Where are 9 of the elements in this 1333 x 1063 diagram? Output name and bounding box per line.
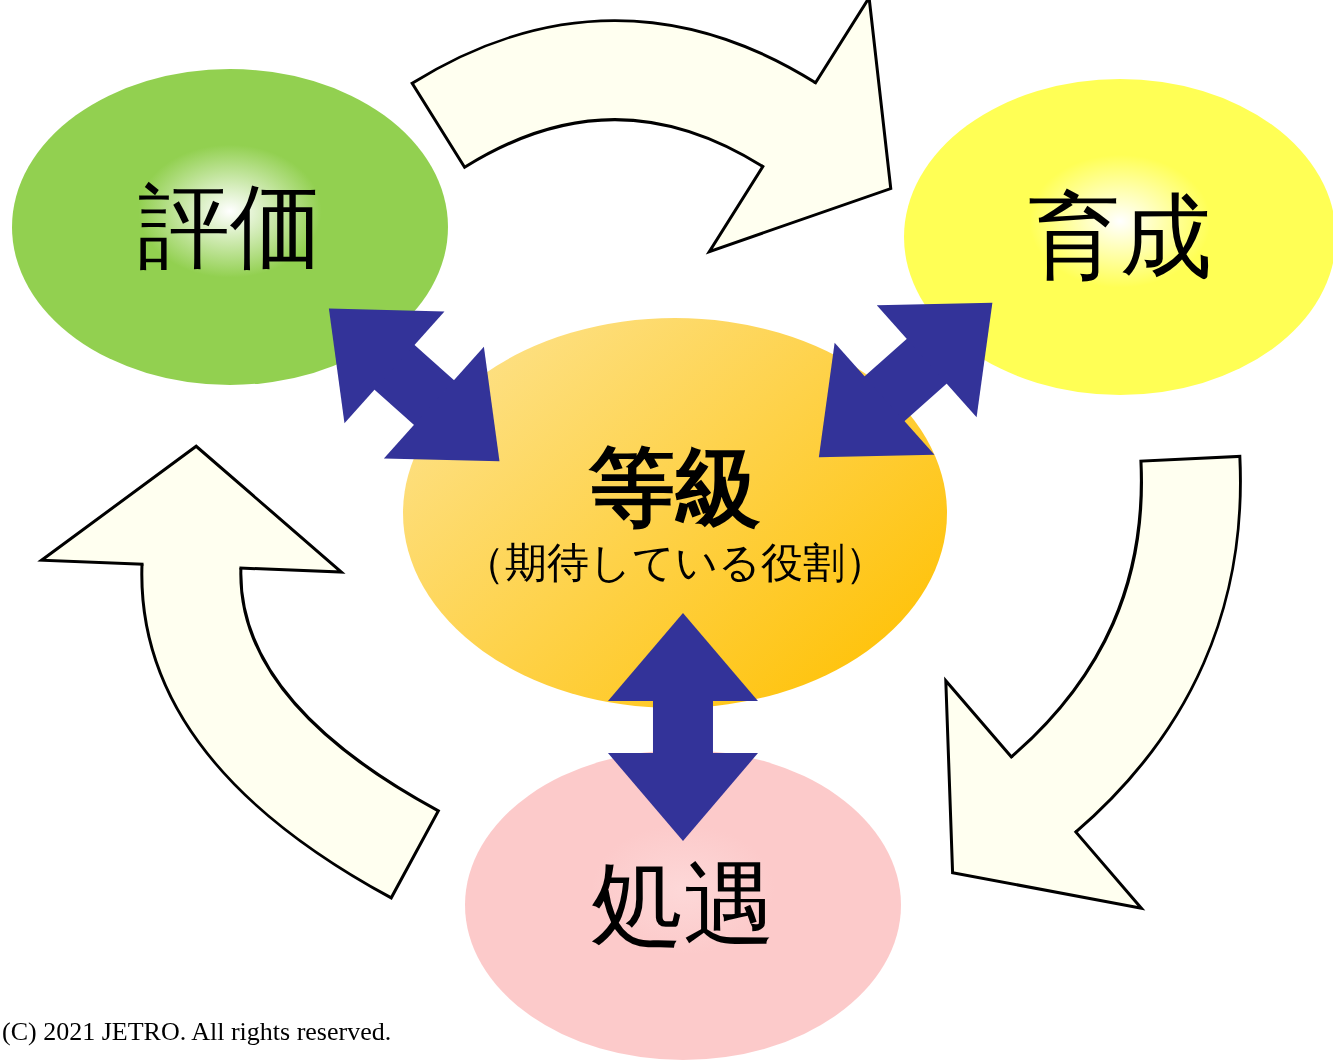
ellipse-node <box>403 318 947 708</box>
node-title: 評価 <box>138 176 322 278</box>
node-subtitle: （期待している役割） <box>463 540 887 587</box>
ellipse-node <box>12 69 448 385</box>
copyright-note: (C) 2021 JETRO. All rights reserved. <box>2 1017 392 1047</box>
ellipse-node <box>465 750 901 1060</box>
node-title: 処遇 <box>591 854 775 956</box>
node-title: 等級 <box>589 439 761 535</box>
node-title: 育成 <box>1028 186 1212 288</box>
